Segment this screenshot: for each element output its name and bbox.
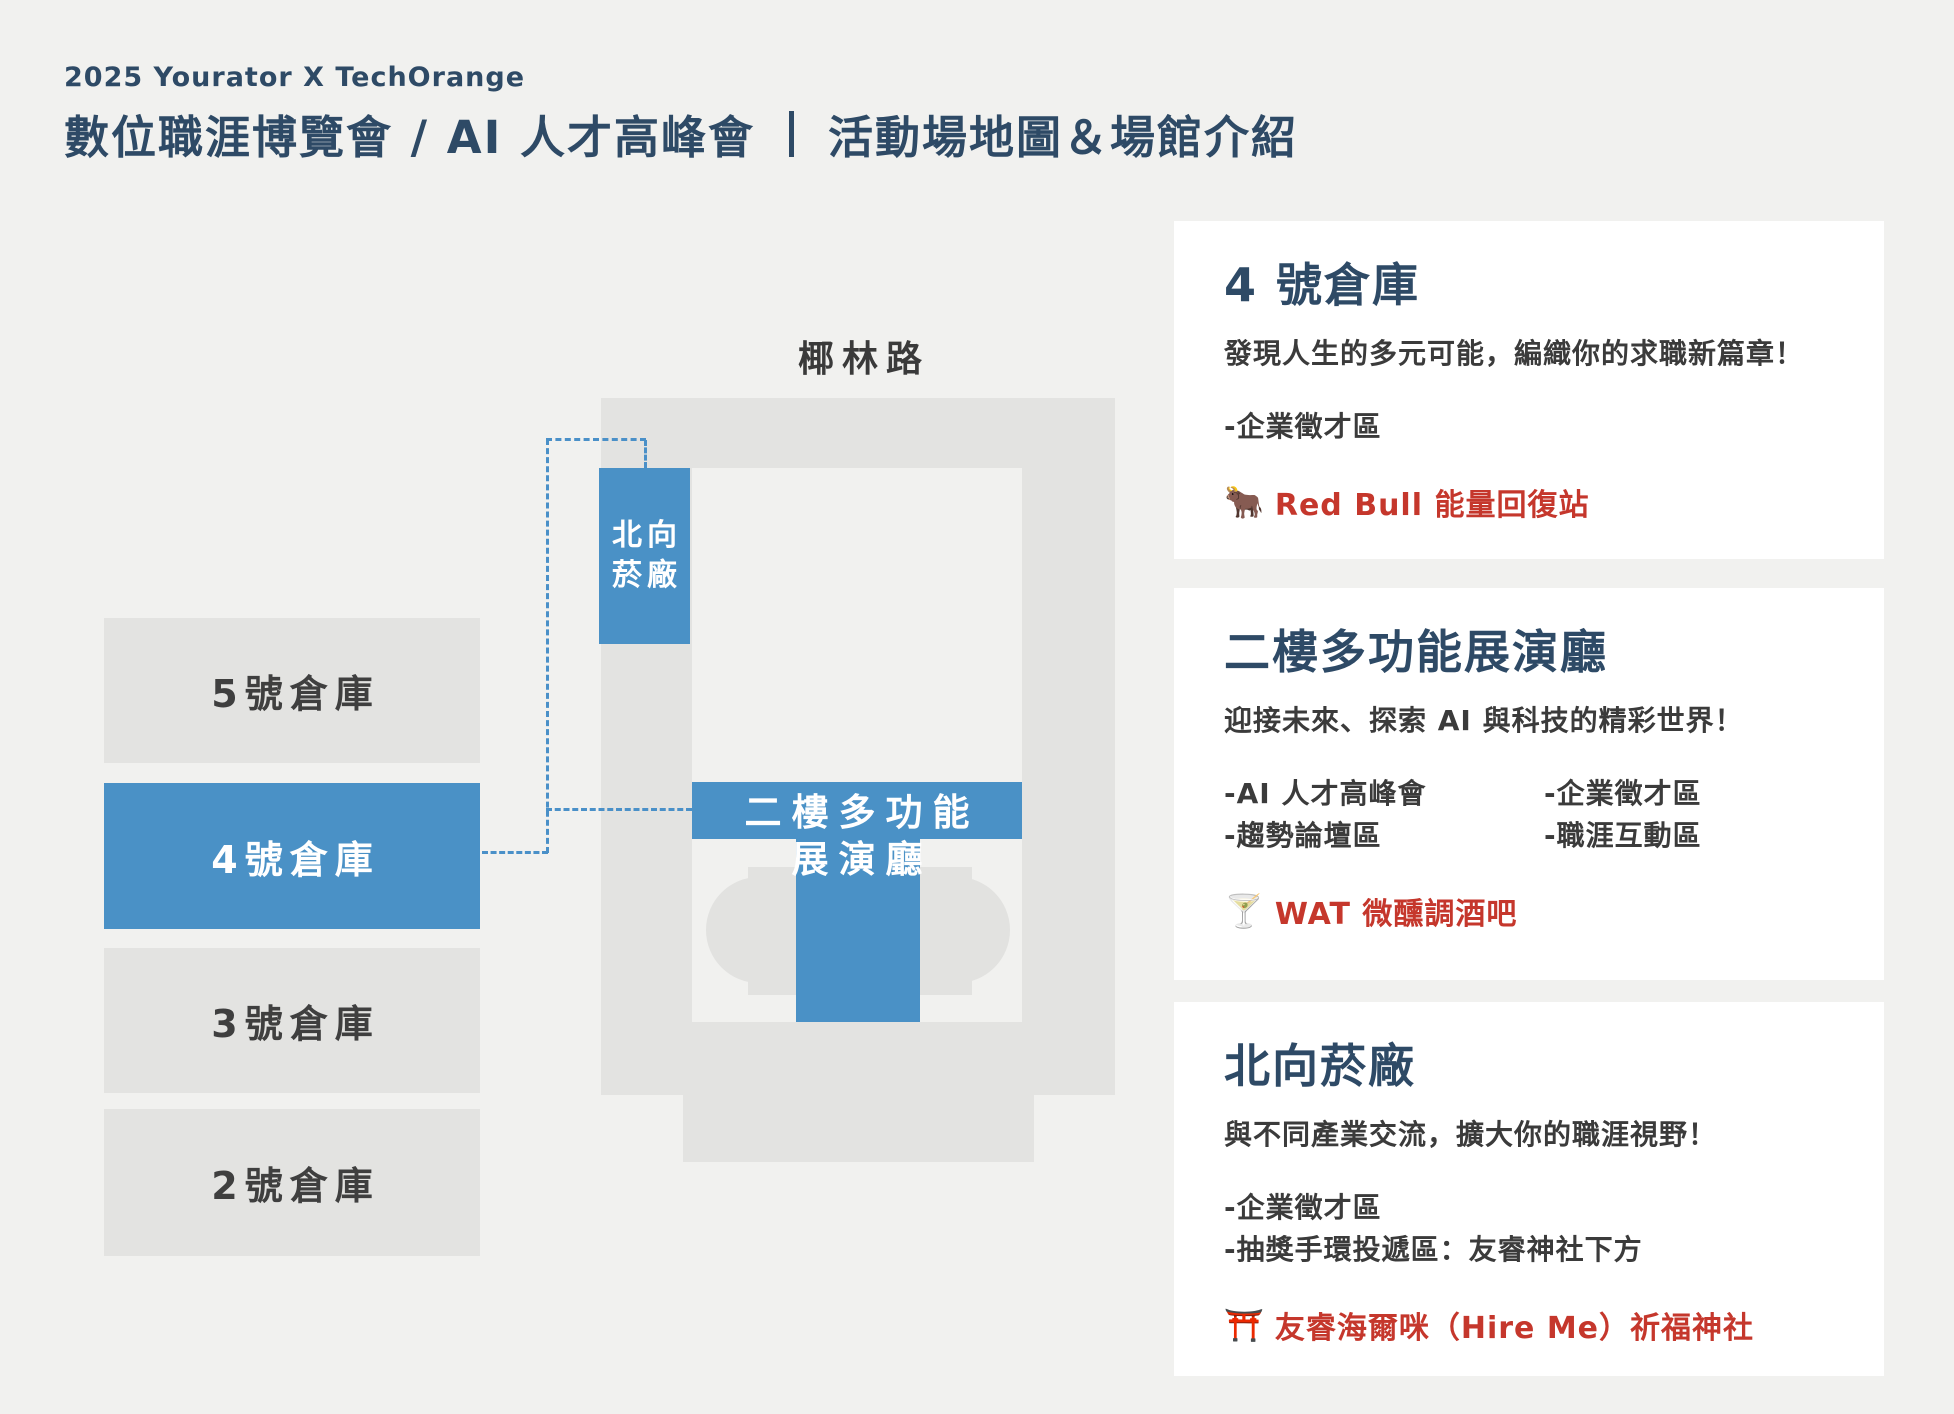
map-warehouse-3: 3號倉庫 — [104, 948, 480, 1093]
card-exhibition-hall: 二樓多功能展演廳 迎接未來、探索 AI 與科技的精彩世界！ -AI 人才高峰會 … — [1174, 588, 1884, 980]
map-warehouse-5: 5號倉庫 — [104, 618, 480, 763]
warehouse-4-label: 4號倉庫 — [211, 837, 380, 882]
connector-dash-segment — [482, 851, 548, 854]
cocktail-emoji-icon: 🍸 — [1224, 891, 1265, 930]
page-subtitle: 活動場地圖＆場館介紹 — [828, 111, 1299, 164]
card-item: -企業徵才區 — [1224, 409, 1382, 443]
page-title: 數位職涯博覽會 / AI 人才高峰會 活動場地圖＆場館介紹 — [64, 101, 1298, 166]
card-title: 二樓多功能展演廳 — [1224, 625, 1608, 679]
warehouse-5-label: 5號倉庫 — [211, 672, 380, 716]
event-eyebrow: 2025 Yourator X TechOrange — [64, 62, 526, 93]
card-subtitle: 與不同產業交流，擴大你的職涯視野！ — [1224, 1117, 1718, 1151]
card-subtitle: 發現人生的多元可能，編織你的求職新篇章！ — [1224, 336, 1805, 370]
map-warehouse-4: 4號倉庫 — [104, 783, 480, 929]
ox-emoji-icon: 🐂 — [1224, 482, 1265, 521]
connector-dash-segment — [546, 439, 549, 853]
card-title: 4 號倉庫 — [1224, 258, 1421, 312]
card-items: -企業徵才區 -抽獎手環投遞區：友睿神社下方 — [1224, 1187, 1834, 1271]
card-highlight-text: Red Bull 能量回復站 — [1274, 487, 1590, 523]
torii-gate-emoji-icon: ⛩️ — [1224, 1305, 1265, 1344]
road-label: 椰林路 — [798, 339, 931, 380]
map-hall-label: 二樓多功能 展演廳 — [692, 789, 1022, 883]
map-north-tobacco-factory: 北向 菸廠 — [599, 468, 690, 644]
map-warehouse-2: 2號倉庫 — [104, 1109, 480, 1256]
hall-label-line1: 二樓多功能 — [744, 791, 980, 834]
north-factory-label-line2: 菸廠 — [612, 558, 682, 593]
event-title: 數位職涯博覽會 / AI 人才高峰會 — [64, 111, 756, 164]
card-warehouse-4: 4 號倉庫 發現人生的多元可能，編織你的求職新篇章！ -企業徵才區 🐂 Red … — [1174, 221, 1884, 559]
connector-dash-segment — [644, 440, 647, 468]
card-title: 北向菸廠 — [1224, 1039, 1416, 1093]
header: 2025 Yourator X TechOrange 數位職涯博覽會 / AI … — [64, 62, 1298, 166]
card-item: -趨勢論壇區 — [1224, 818, 1382, 852]
card-highlight-text: WAT 微醺調酒吧 — [1274, 896, 1518, 932]
north-factory-label-line1: 北向 — [612, 518, 682, 553]
card-items: -企業徵才區 — [1224, 406, 1834, 448]
card-north-tobacco-factory: 北向菸廠 與不同產業交流，擴大你的職涯視野！ -企業徵才區 -抽獎手環投遞區：友… — [1174, 1002, 1884, 1376]
card-highlight: 🐂 Red Bull 能量回復站 — [1224, 480, 1834, 524]
title-separator — [789, 110, 795, 157]
card-item: -企業徵才區 — [1224, 1190, 1382, 1224]
card-item: -AI 人才高峰會 — [1224, 776, 1427, 810]
connector-dash-segment — [546, 808, 692, 811]
card-subtitle: 迎接未來、探索 AI 與科技的精彩世界！ — [1224, 703, 1744, 737]
warehouse-3-label: 3號倉庫 — [211, 1002, 380, 1046]
map-hall-vertical-bar — [796, 839, 920, 1022]
card-highlight-text: 友睿海爾咪（Hire Me）祈福神社 — [1274, 1310, 1755, 1346]
map-hall-horizontal-bar — [692, 782, 1022, 839]
card-item: -職涯互動區 — [1544, 818, 1702, 852]
card-highlight: ⛩️ 友睿海爾咪（Hire Me）祈福神社 — [1224, 1303, 1834, 1347]
warehouse-2-label: 2號倉庫 — [211, 1164, 380, 1208]
building-bottom-wing — [683, 1095, 1034, 1162]
hall-label-line2: 展演廳 — [791, 838, 933, 881]
card-item: -企業徵才區 — [1544, 776, 1702, 810]
card-items: -AI 人才高峰會 -企業徵才區 -趨勢論壇區 -職涯互動區 — [1224, 773, 1834, 857]
connector-dash-segment — [546, 438, 646, 441]
card-item: -抽獎手環投遞區：友睿神社下方 — [1224, 1232, 1643, 1266]
card-highlight: 🍸 WAT 微醺調酒吧 — [1224, 889, 1834, 933]
